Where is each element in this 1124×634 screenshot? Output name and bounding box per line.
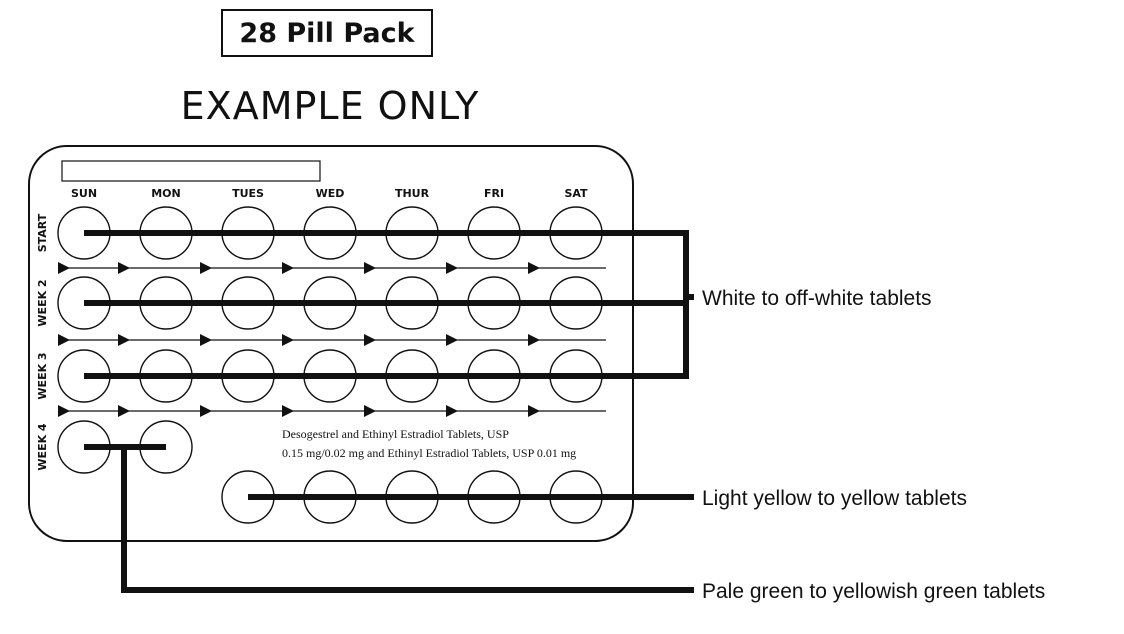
drug-name-line-2: 0.15 mg/0.02 mg and Ethinyl Estradiol Ta… bbox=[282, 446, 576, 460]
callout-white-tablets: White to off-white tablets bbox=[702, 287, 932, 310]
leader-line-green-tablets bbox=[121, 447, 694, 593]
arrowhead-icon bbox=[364, 334, 376, 346]
arrowhead-icon bbox=[118, 334, 130, 346]
drug-name-line-1: Desogestrel and Ethinyl Estradiol Tablet… bbox=[282, 427, 509, 441]
arrowhead-icon bbox=[200, 334, 212, 346]
arrowhead-icon bbox=[118, 262, 130, 274]
arrowhead-icon bbox=[528, 334, 540, 346]
day-label-sun: SUN bbox=[71, 187, 97, 200]
arrowhead-icon bbox=[364, 405, 376, 417]
arrowhead-icon bbox=[58, 334, 70, 346]
day-label-thur: THUR bbox=[395, 187, 430, 200]
arrowhead-icon bbox=[200, 262, 212, 274]
day-label-sat: SAT bbox=[564, 187, 588, 200]
arrowhead-icon bbox=[528, 262, 540, 274]
arrowhead-icon bbox=[58, 405, 70, 417]
day-label-tues: TUES bbox=[232, 187, 264, 200]
blister-card bbox=[28, 145, 634, 542]
week-label-start: START bbox=[36, 213, 49, 252]
week-label-week-3: WEEK 3 bbox=[36, 352, 49, 399]
example-only-heading: EXAMPLE ONLY bbox=[180, 84, 480, 128]
arrowhead-icon bbox=[200, 405, 212, 417]
week-label-week-4: WEEK 4 bbox=[36, 423, 49, 471]
day-label-wed: WED bbox=[316, 187, 345, 200]
arrowhead-icon bbox=[528, 405, 540, 417]
arrowhead-icon bbox=[282, 262, 294, 274]
callout-green-tablets: Pale green to yellowish green tablets bbox=[702, 580, 1045, 603]
callout-yellow-tablets: Light yellow to yellow tablets bbox=[702, 487, 967, 510]
start-day-label-box bbox=[61, 160, 321, 182]
arrowhead-icon bbox=[58, 262, 70, 274]
week-label-week-2: WEEK 2 bbox=[36, 279, 49, 326]
arrowhead-icon bbox=[364, 262, 376, 274]
pack-title: 28 Pill Pack bbox=[221, 9, 433, 57]
arrowhead-icon bbox=[282, 405, 294, 417]
day-label-fri: FRI bbox=[484, 187, 504, 200]
arrowhead-icon bbox=[446, 405, 458, 417]
day-label-mon: MON bbox=[151, 187, 181, 200]
arrowhead-icon bbox=[446, 334, 458, 346]
arrowhead-icon bbox=[118, 405, 130, 417]
arrowhead-icon bbox=[282, 334, 294, 346]
arrowhead-icon bbox=[446, 262, 458, 274]
